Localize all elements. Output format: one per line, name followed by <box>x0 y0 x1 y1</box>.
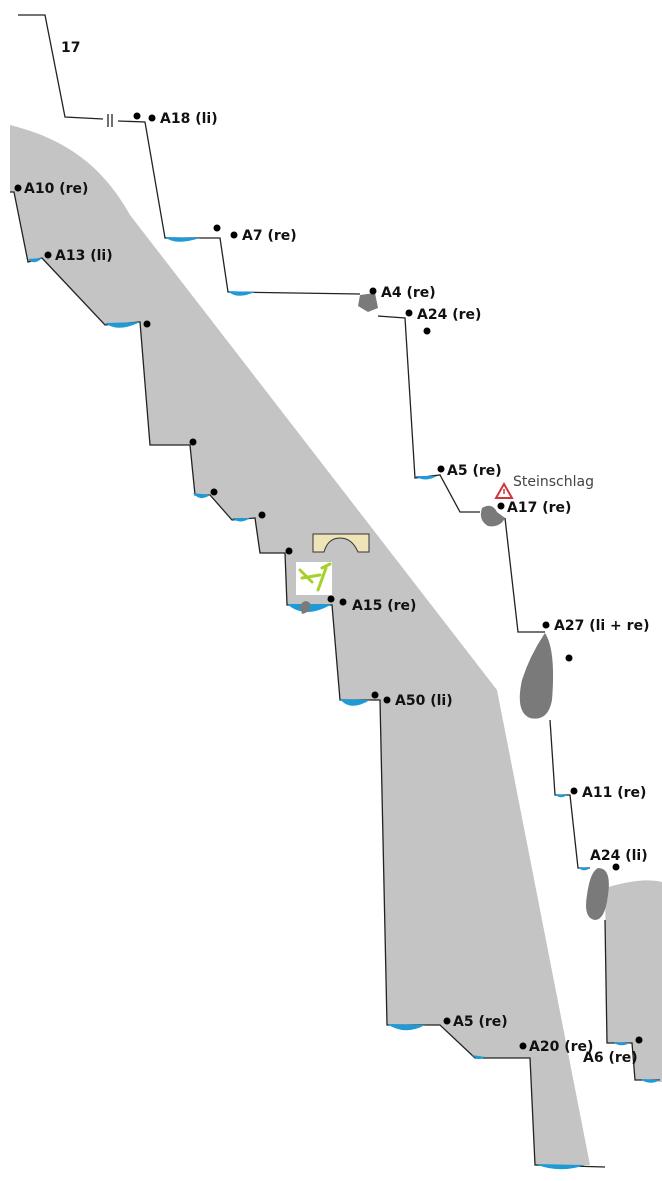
label-a11: A11 (re) <box>582 785 646 801</box>
label-a18: A18 (li) <box>160 111 218 127</box>
pools <box>28 237 660 1170</box>
section-number: 17 <box>61 40 80 56</box>
jump-icon <box>296 562 332 595</box>
label-a27: A27 (li + re) <box>554 618 649 634</box>
label-a17: A17 (re) <box>507 500 571 516</box>
label-a24-li: A24 (li) <box>590 848 648 864</box>
break-mark <box>107 114 113 127</box>
natural-bridge-icon <box>312 533 370 553</box>
rock-face-right <box>605 880 662 1082</box>
label-a10: A10 (re) <box>24 181 88 197</box>
label-a7: A7 (re) <box>242 228 297 244</box>
label-a20: A20 (re) <box>529 1039 593 1055</box>
label-a50: A50 (li) <box>395 693 453 709</box>
label-a6: A6 (re) <box>583 1050 638 1066</box>
boulders <box>300 293 609 920</box>
label-a24-top: A24 (re) <box>417 307 481 323</box>
label-steinschlag: Steinschlag <box>513 474 594 490</box>
label-a5-bottom: A5 (re) <box>453 1014 508 1030</box>
label-a15: A15 (re) <box>352 598 416 614</box>
label-a5-top: A5 (re) <box>447 463 502 479</box>
label-a13: A13 (li) <box>55 248 113 264</box>
rock-face-main <box>10 125 590 1165</box>
warning-triangle-icon <box>494 481 514 499</box>
canyon-line-left <box>10 191 606 1168</box>
label-a4: A4 (re) <box>381 285 436 301</box>
anchor-dots <box>14 112 643 1050</box>
